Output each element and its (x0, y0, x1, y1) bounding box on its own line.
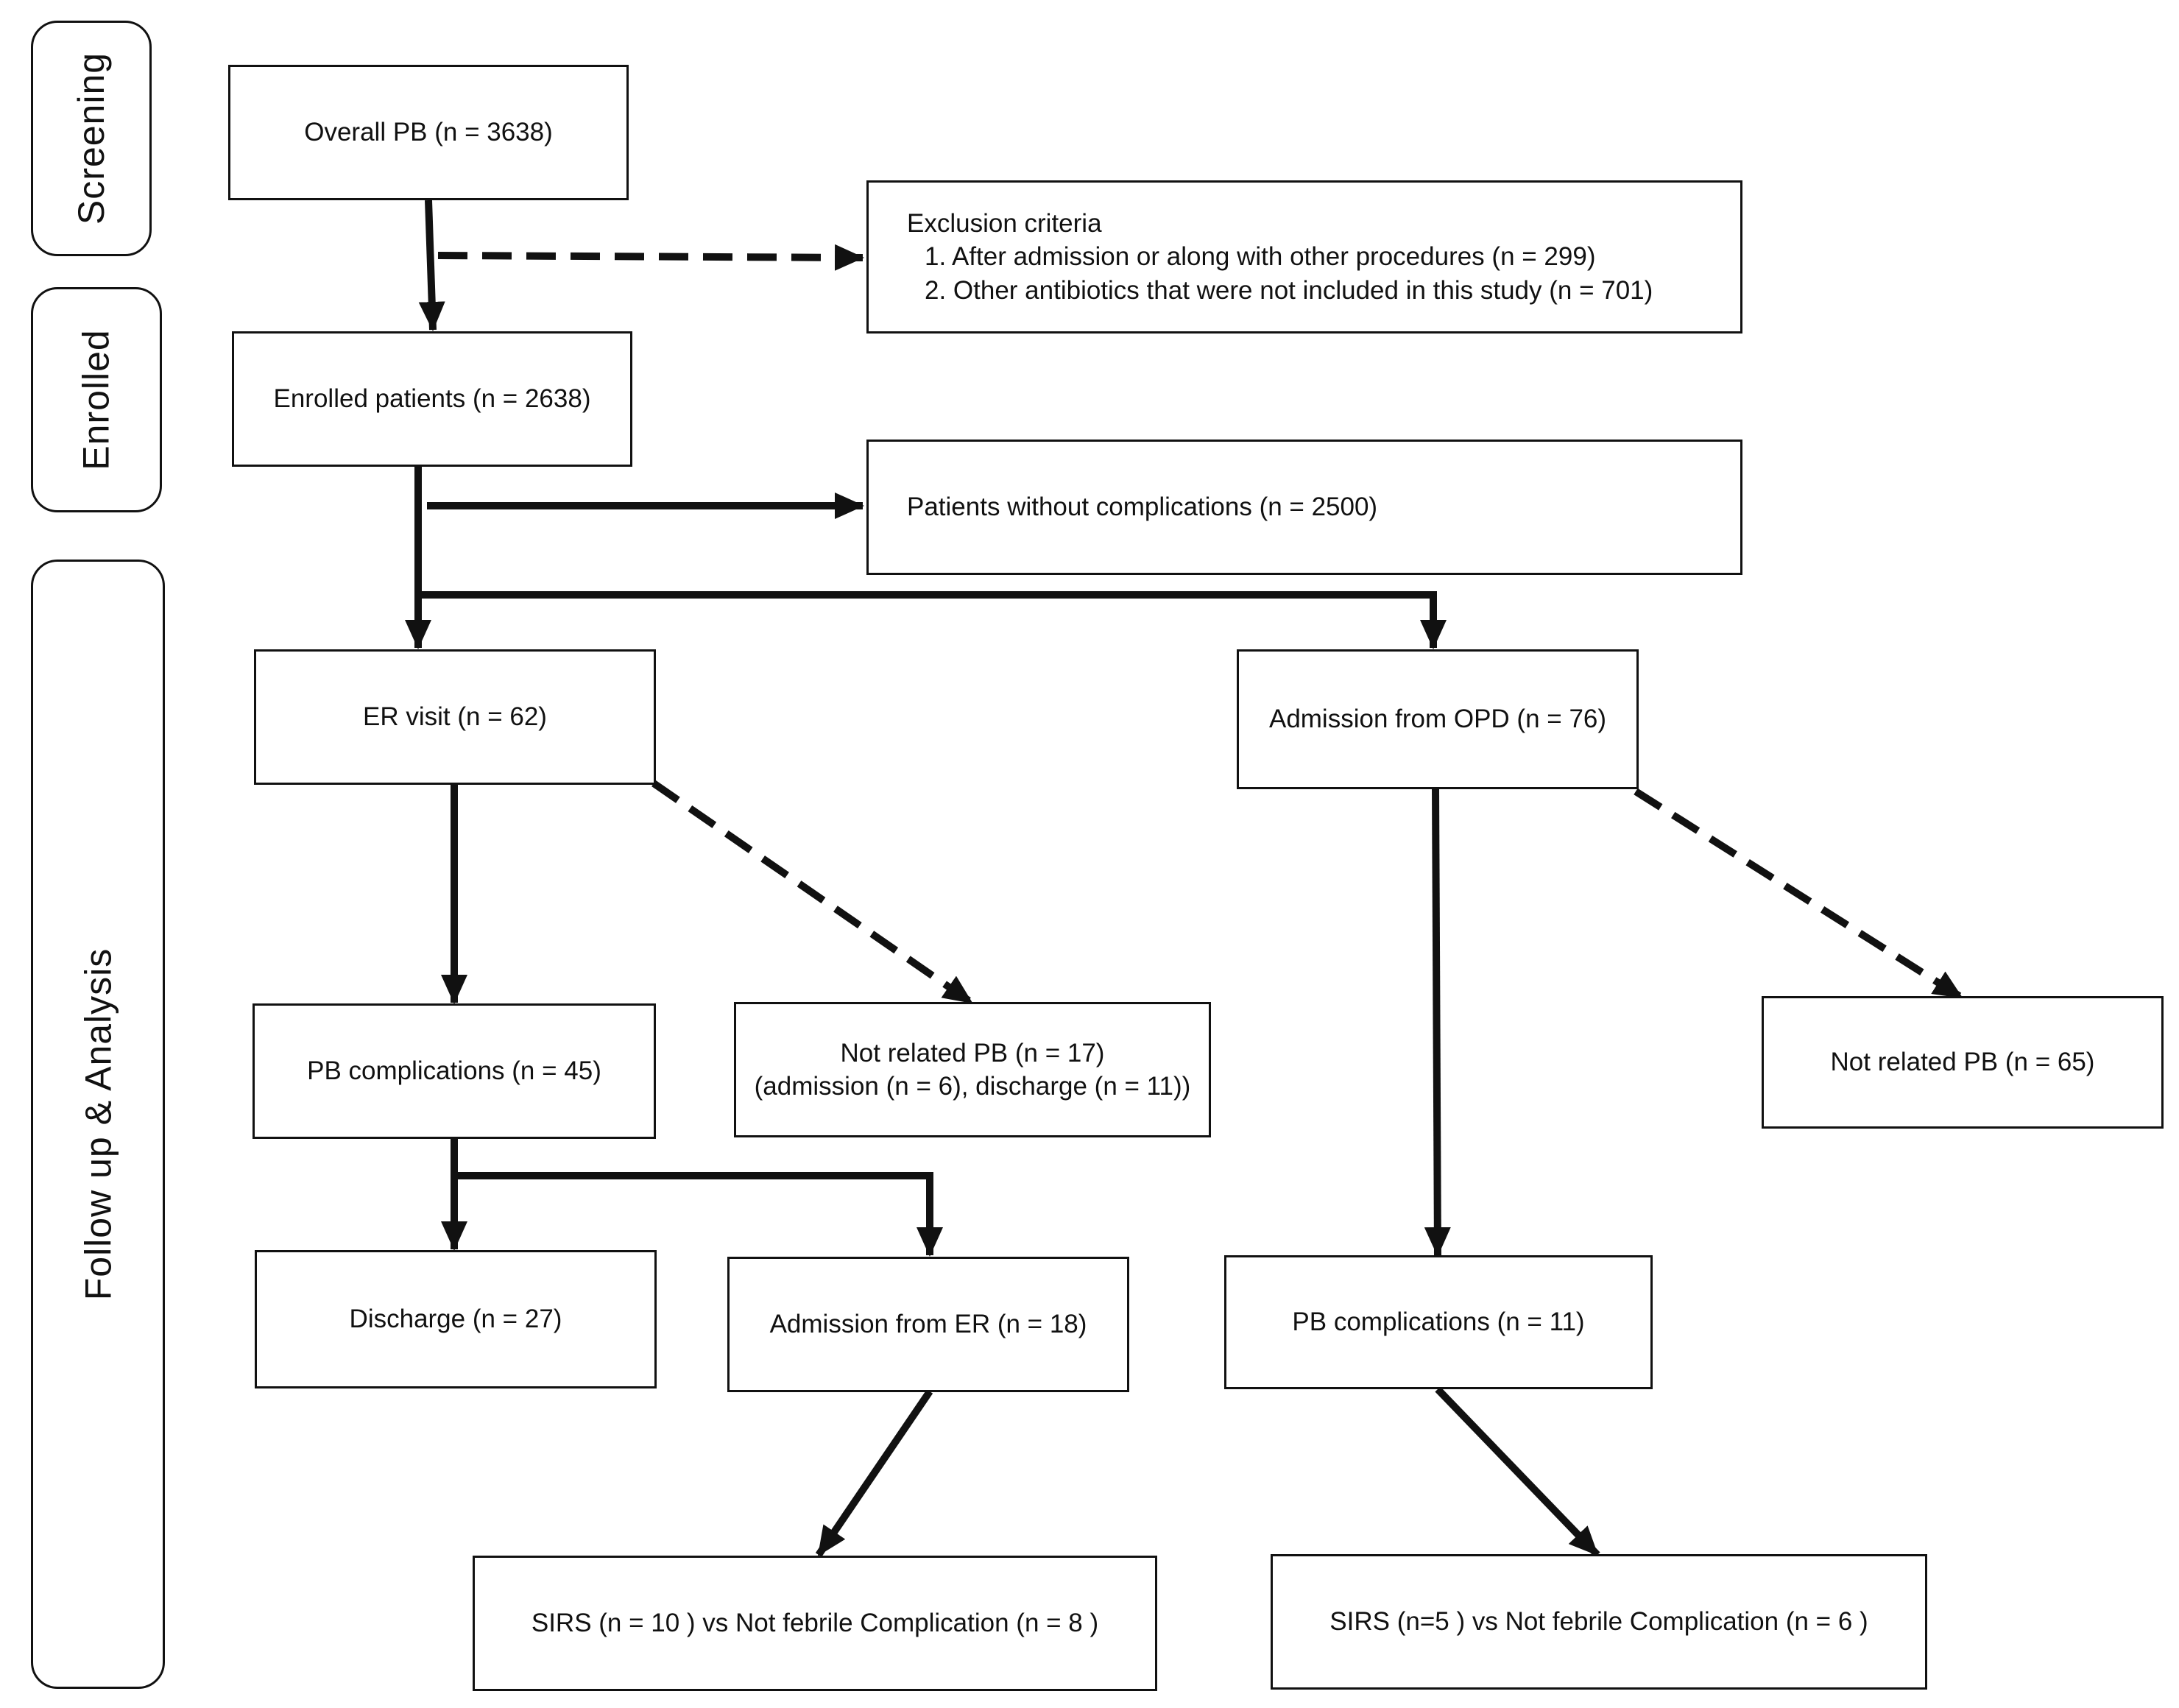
node-not-related-opd: Not related PB (n = 65) (1762, 996, 2164, 1129)
node-sirs-er: SIRS (n = 10 ) vs Not febrile Complicati… (473, 1556, 1157, 1691)
node-overall-pb-label: Overall PB (n = 3638) (304, 118, 553, 147)
node-sirs-opd: SIRS (n=5 ) vs Not febrile Complication … (1271, 1554, 1927, 1690)
arrow-admission-er-to-sirs (815, 1389, 933, 1557)
stage-enrolled-label: Enrolled (76, 329, 118, 470)
node-exclusion-criteria: Exclusion criteria 1. After admission or… (866, 180, 1742, 334)
node-pb-complications-er-label: PB complications (n = 45) (307, 1056, 601, 1086)
node-pb-complications-opd-label: PB complications (n = 11) (1292, 1308, 1585, 1337)
arrow-pb-complications-opd-to-sirs (1435, 1386, 1600, 1558)
node-not-related-er: Not related PB (n = 17) (admission (n = … (734, 1002, 1211, 1137)
stage-screening: Screening (31, 21, 152, 256)
stage-enrolled: Enrolled (31, 287, 162, 512)
exclusion-item: 1. After admission or along with other p… (925, 242, 1596, 272)
exclusion-item: 2. Other antibiotics that were not inclu… (925, 275, 1653, 305)
node-enrolled-patients-label: Enrolled patients (n = 2638) (273, 384, 591, 414)
node-not-related-er-line1: Not related PB (n = 17) (840, 1038, 1105, 1068)
node-pb-complications-opd: PB complications (n = 11) (1224, 1255, 1653, 1389)
node-pb-complications-er: PB complications (n = 45) (252, 1003, 656, 1139)
node-no-complications-label: Patients without complications (n = 2500… (907, 493, 1378, 522)
node-not-related-opd-label: Not related PB (n = 65) (1830, 1048, 2095, 1077)
arrow-overall-to-enrolled (418, 200, 445, 331)
arrow-admission-opd-to-pb-complications (1424, 787, 1451, 1257)
node-enrolled-patients: Enrolled patients (n = 2638) (232, 331, 632, 467)
node-er-visit: ER visit (n = 62) (254, 649, 656, 785)
node-admission-er: Admission from ER (n = 18) (727, 1257, 1129, 1392)
exclusion-title: Exclusion criteria (907, 208, 1102, 238)
node-admission-opd: Admission from OPD (n = 76) (1237, 649, 1639, 789)
arrow-er-visit-to-not-related (651, 780, 974, 1006)
node-admission-er-label: Admission from ER (n = 18) (769, 1310, 1087, 1339)
arrow-enrolled-to-admission-opd (418, 591, 1447, 649)
stage-screening-label: Screening (71, 52, 112, 225)
node-not-related-er-line2: (admission (n = 6), discharge (n = 11)) (754, 1072, 1191, 1101)
arrow-overall-to-exclusion (437, 244, 864, 271)
node-discharge-label: Discharge (n = 27) (349, 1305, 562, 1334)
node-overall-pb: Overall PB (n = 3638) (228, 65, 629, 200)
node-no-complications: Patients without complications (n = 2500… (866, 440, 1742, 575)
node-discharge: Discharge (n = 27) (255, 1250, 657, 1388)
stage-followup: Follow up & Analysis (31, 560, 165, 1689)
node-sirs-opd-label: SIRS (n=5 ) vs Not febrile Complication … (1329, 1607, 1868, 1637)
node-admission-opd-label: Admission from OPD (n = 76) (1268, 705, 1607, 734)
arrow-admission-opd-to-not-related (1634, 788, 1964, 1001)
stage-followup-label: Follow up & Analysis (77, 947, 119, 1301)
arrow-pb-complications-to-admission-er (454, 1172, 943, 1257)
node-sirs-er-label: SIRS (n = 10 ) vs Not febrile Complicati… (531, 1609, 1099, 1638)
node-er-visit-label: ER visit (n = 62) (363, 702, 547, 732)
